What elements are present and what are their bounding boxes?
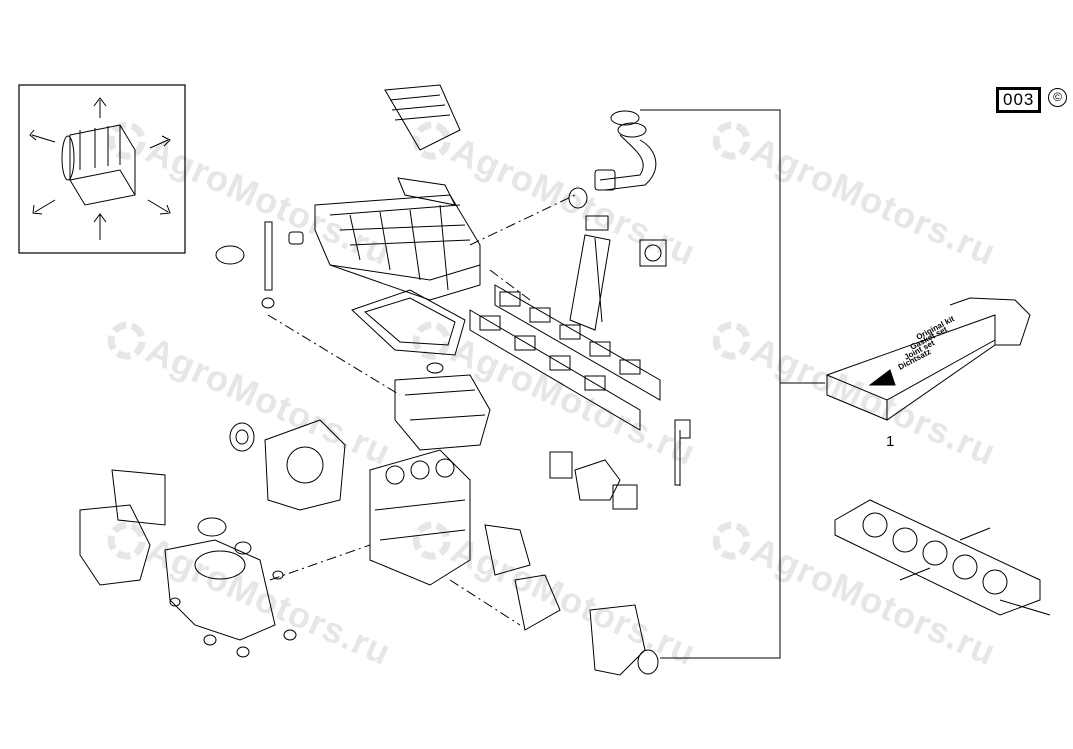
- arrow-icon: [93, 213, 107, 240]
- timing-cover: [229, 419, 346, 511]
- rear-cover: [589, 604, 659, 676]
- arrow-icon: [149, 135, 171, 149]
- cylinder-head-gasket: [834, 499, 1051, 616]
- orientation-inset: [18, 84, 186, 254]
- arrow-icon: [32, 199, 56, 215]
- crankcase: [369, 449, 561, 631]
- leader-lines: [267, 194, 681, 626]
- exhaust-manifold-gaskets: [469, 284, 661, 431]
- callout-1: 1: [886, 433, 895, 450]
- valve-cover-gasket: [351, 289, 466, 356]
- reference-code-label: 003: [996, 87, 1042, 113]
- arrow-icon: [93, 97, 107, 118]
- injector: [215, 221, 304, 309]
- arrow-icon: [29, 129, 56, 143]
- copyright-icon: ©: [1048, 88, 1067, 107]
- cylinder-head: [314, 194, 481, 301]
- cylinder-block-upper: [394, 362, 491, 451]
- exhaust-pipe: [568, 110, 667, 331]
- water-pump-housing: [79, 469, 297, 658]
- grouping-bracket: [640, 109, 825, 659]
- arrow-icon: [147, 199, 171, 215]
- gasket-kit-box: Original kit Gasket set Joint set Dichts…: [826, 297, 1031, 421]
- thermostat-housing: [549, 419, 691, 510]
- gasket-stack-top: [384, 84, 461, 206]
